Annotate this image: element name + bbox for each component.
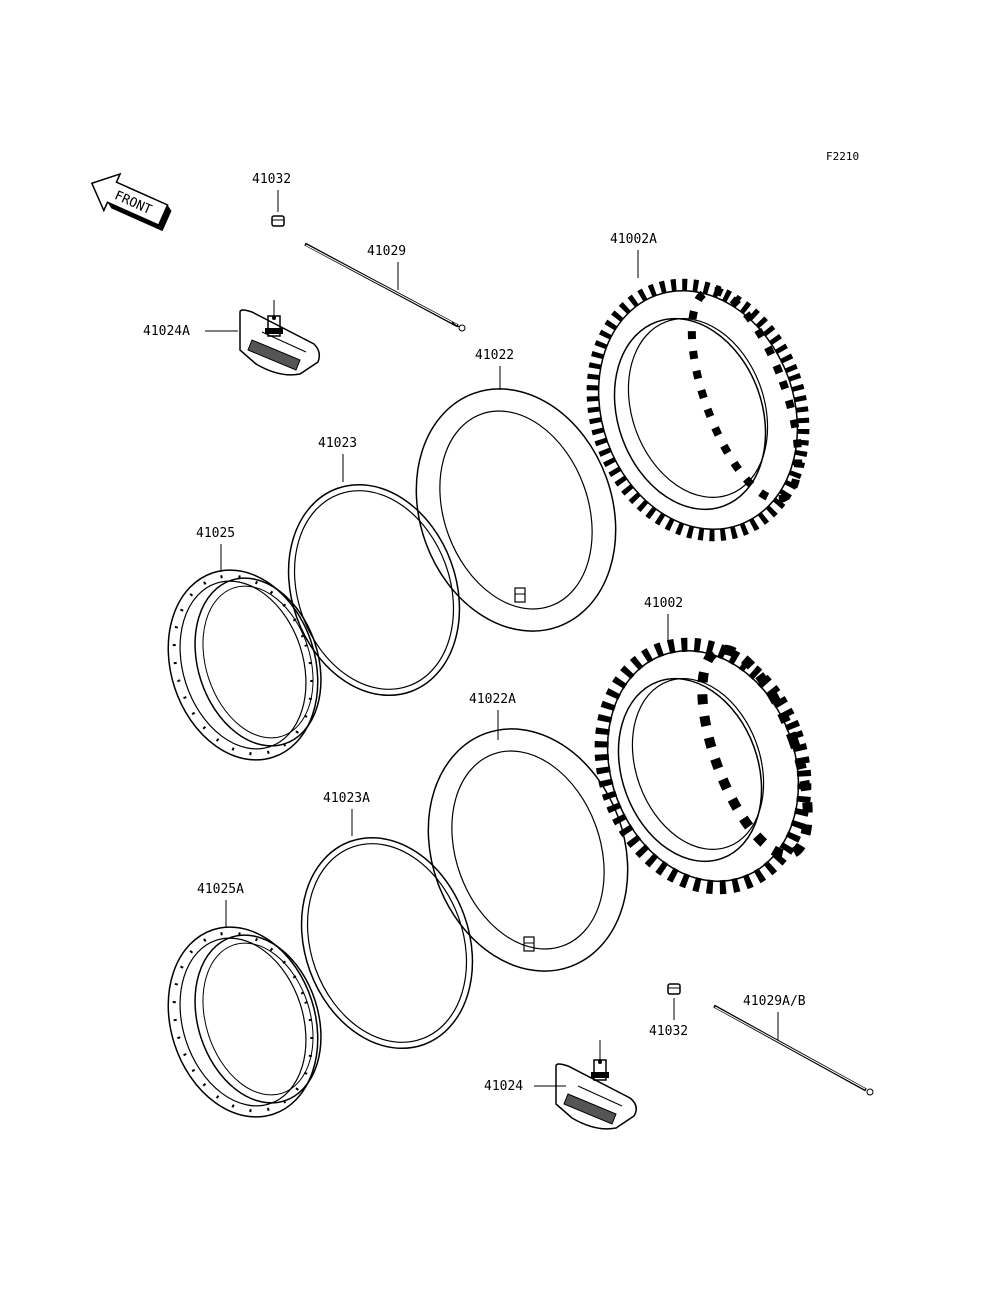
label-41032-top: 41032 — [252, 172, 291, 187]
rim-icon — [167, 569, 322, 761]
tube-icon — [415, 388, 617, 632]
label-41023A: 41023A — [323, 791, 370, 806]
label-41002A: 41002A — [610, 232, 657, 247]
label-41022A: 41022A — [469, 692, 516, 707]
label-41025: 41025 — [196, 526, 235, 541]
spoke-icon — [713, 1004, 874, 1096]
tire-icon — [586, 278, 810, 542]
tire-icon — [594, 637, 813, 895]
nipple-icon — [271, 215, 285, 227]
label-41029: 41029 — [367, 244, 406, 259]
nipple-icon — [667, 983, 681, 995]
figure-code: F2210 — [826, 150, 859, 163]
label-41029AB: 41029A/B — [743, 994, 806, 1009]
rim-icon — [167, 926, 322, 1118]
label-41024: 41024 — [484, 1079, 523, 1094]
rim-band-icon — [300, 836, 474, 1050]
rim-lock-icon — [239, 300, 321, 376]
label-41002: 41002 — [644, 596, 683, 611]
front-arrow-icon: FRONT — [90, 172, 172, 232]
tube-icon — [427, 728, 629, 972]
label-41022: 41022 — [475, 348, 514, 363]
label-41024A: 41024A — [143, 324, 190, 339]
label-41032-bottom: 41032 — [649, 1024, 688, 1039]
spoke-icon — [304, 242, 466, 332]
label-41023: 41023 — [318, 436, 357, 451]
label-41025A: 41025A — [197, 882, 244, 897]
rim-lock-icon — [555, 1040, 637, 1130]
